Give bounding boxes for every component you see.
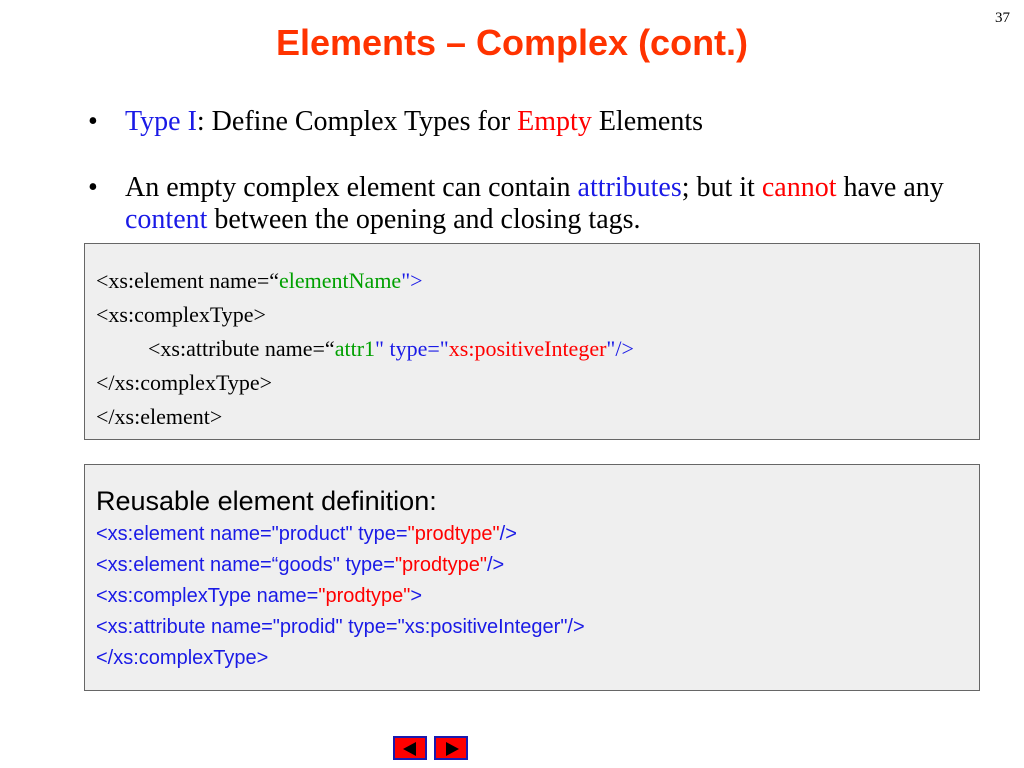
code-segment: " type=" (375, 336, 449, 361)
triangle-right-icon (446, 742, 459, 756)
code-segment: /> (486, 554, 505, 576)
bullet-highlight-content: content (125, 204, 208, 235)
previous-slide-button[interactable] (393, 736, 427, 760)
code-value: "prodtype" (407, 523, 500, 545)
code-value: attr1 (334, 336, 376, 361)
bullet-highlight-empty: Empty (517, 106, 592, 137)
code-segment: <xs:element name=“goods" type= (96, 554, 395, 576)
bullet-dot: • (88, 106, 98, 137)
code-segment: /> (499, 523, 517, 545)
code-box-empty-element: <xs:element name=“elementName"> <xs:comp… (84, 243, 980, 440)
bullet-text-segment: Elements (591, 106, 704, 137)
bullet-text-segment: : Define Complex Types for (196, 106, 518, 137)
bullet-type-one: • Type I: Define Complex Types for Empty… (88, 106, 998, 138)
code-line: </xs:complexType> (96, 647, 269, 669)
code-segment: "> (401, 268, 423, 293)
bullet-highlight-attributes: attributes (577, 172, 682, 203)
code-value: elementName (279, 268, 402, 293)
code-line: <xs:element name="product" type="prodtyp… (96, 519, 979, 550)
code-line: <xs:attribute name="prodid" type="xs:pos… (96, 616, 585, 638)
triangle-left-icon (403, 742, 416, 756)
bullet-text: Type I: Define Complex Types for Empty E… (125, 106, 998, 138)
code-box-reusable-definition: Reusable element definition: <xs:element… (84, 464, 980, 691)
code-line: <xs:element name=“goods" type="prodtype"… (96, 550, 979, 581)
code-segment: <xs:complexType name= (96, 585, 319, 607)
code-segment: > (410, 585, 423, 607)
code-line: <xs:element name=“elementName"> (96, 264, 979, 298)
bullet-empty-element: • An empty complex element can contain a… (88, 172, 998, 236)
page-number: 37 (995, 10, 1010, 26)
bullet-text-segment: An empty complex element can contain (125, 172, 578, 203)
code-segment: "/> (606, 336, 634, 361)
code-line: <xs:complexType name="prodtype"> (96, 581, 979, 612)
code-line: <xs:attribute name=“attr1" type="xs:posi… (96, 332, 979, 366)
bullet-text: An empty complex element can contain att… (125, 172, 998, 236)
bullet-text-segment: ; but it (681, 172, 762, 203)
code-segment: <xs:element name=“ (96, 268, 280, 293)
code-segment: <xs:attribute name=“ (148, 336, 335, 361)
code-value: "prodtype" (394, 554, 487, 576)
bullet-text-segment: have any (836, 172, 944, 203)
code-value: xs:positiveInteger (448, 336, 607, 361)
code-value: "prodtype" (318, 585, 411, 607)
code-box-heading: Reusable element definition: (96, 486, 437, 516)
bullet-text-segment: between the opening and closing tags. (207, 204, 641, 235)
code-line: <xs:complexType> (96, 302, 266, 327)
next-slide-button[interactable] (434, 736, 468, 760)
bullet-dot: • (88, 172, 98, 203)
code-line: </xs:complexType> (96, 370, 273, 395)
code-segment: <xs:element name="product" type= (96, 523, 408, 545)
bullet-highlight-type: Type I (125, 106, 197, 137)
slide-title: Elements – Complex (cont.) (275, 22, 749, 63)
bullet-highlight-cannot: cannot (761, 172, 837, 203)
code-line: </xs:element> (96, 404, 223, 429)
